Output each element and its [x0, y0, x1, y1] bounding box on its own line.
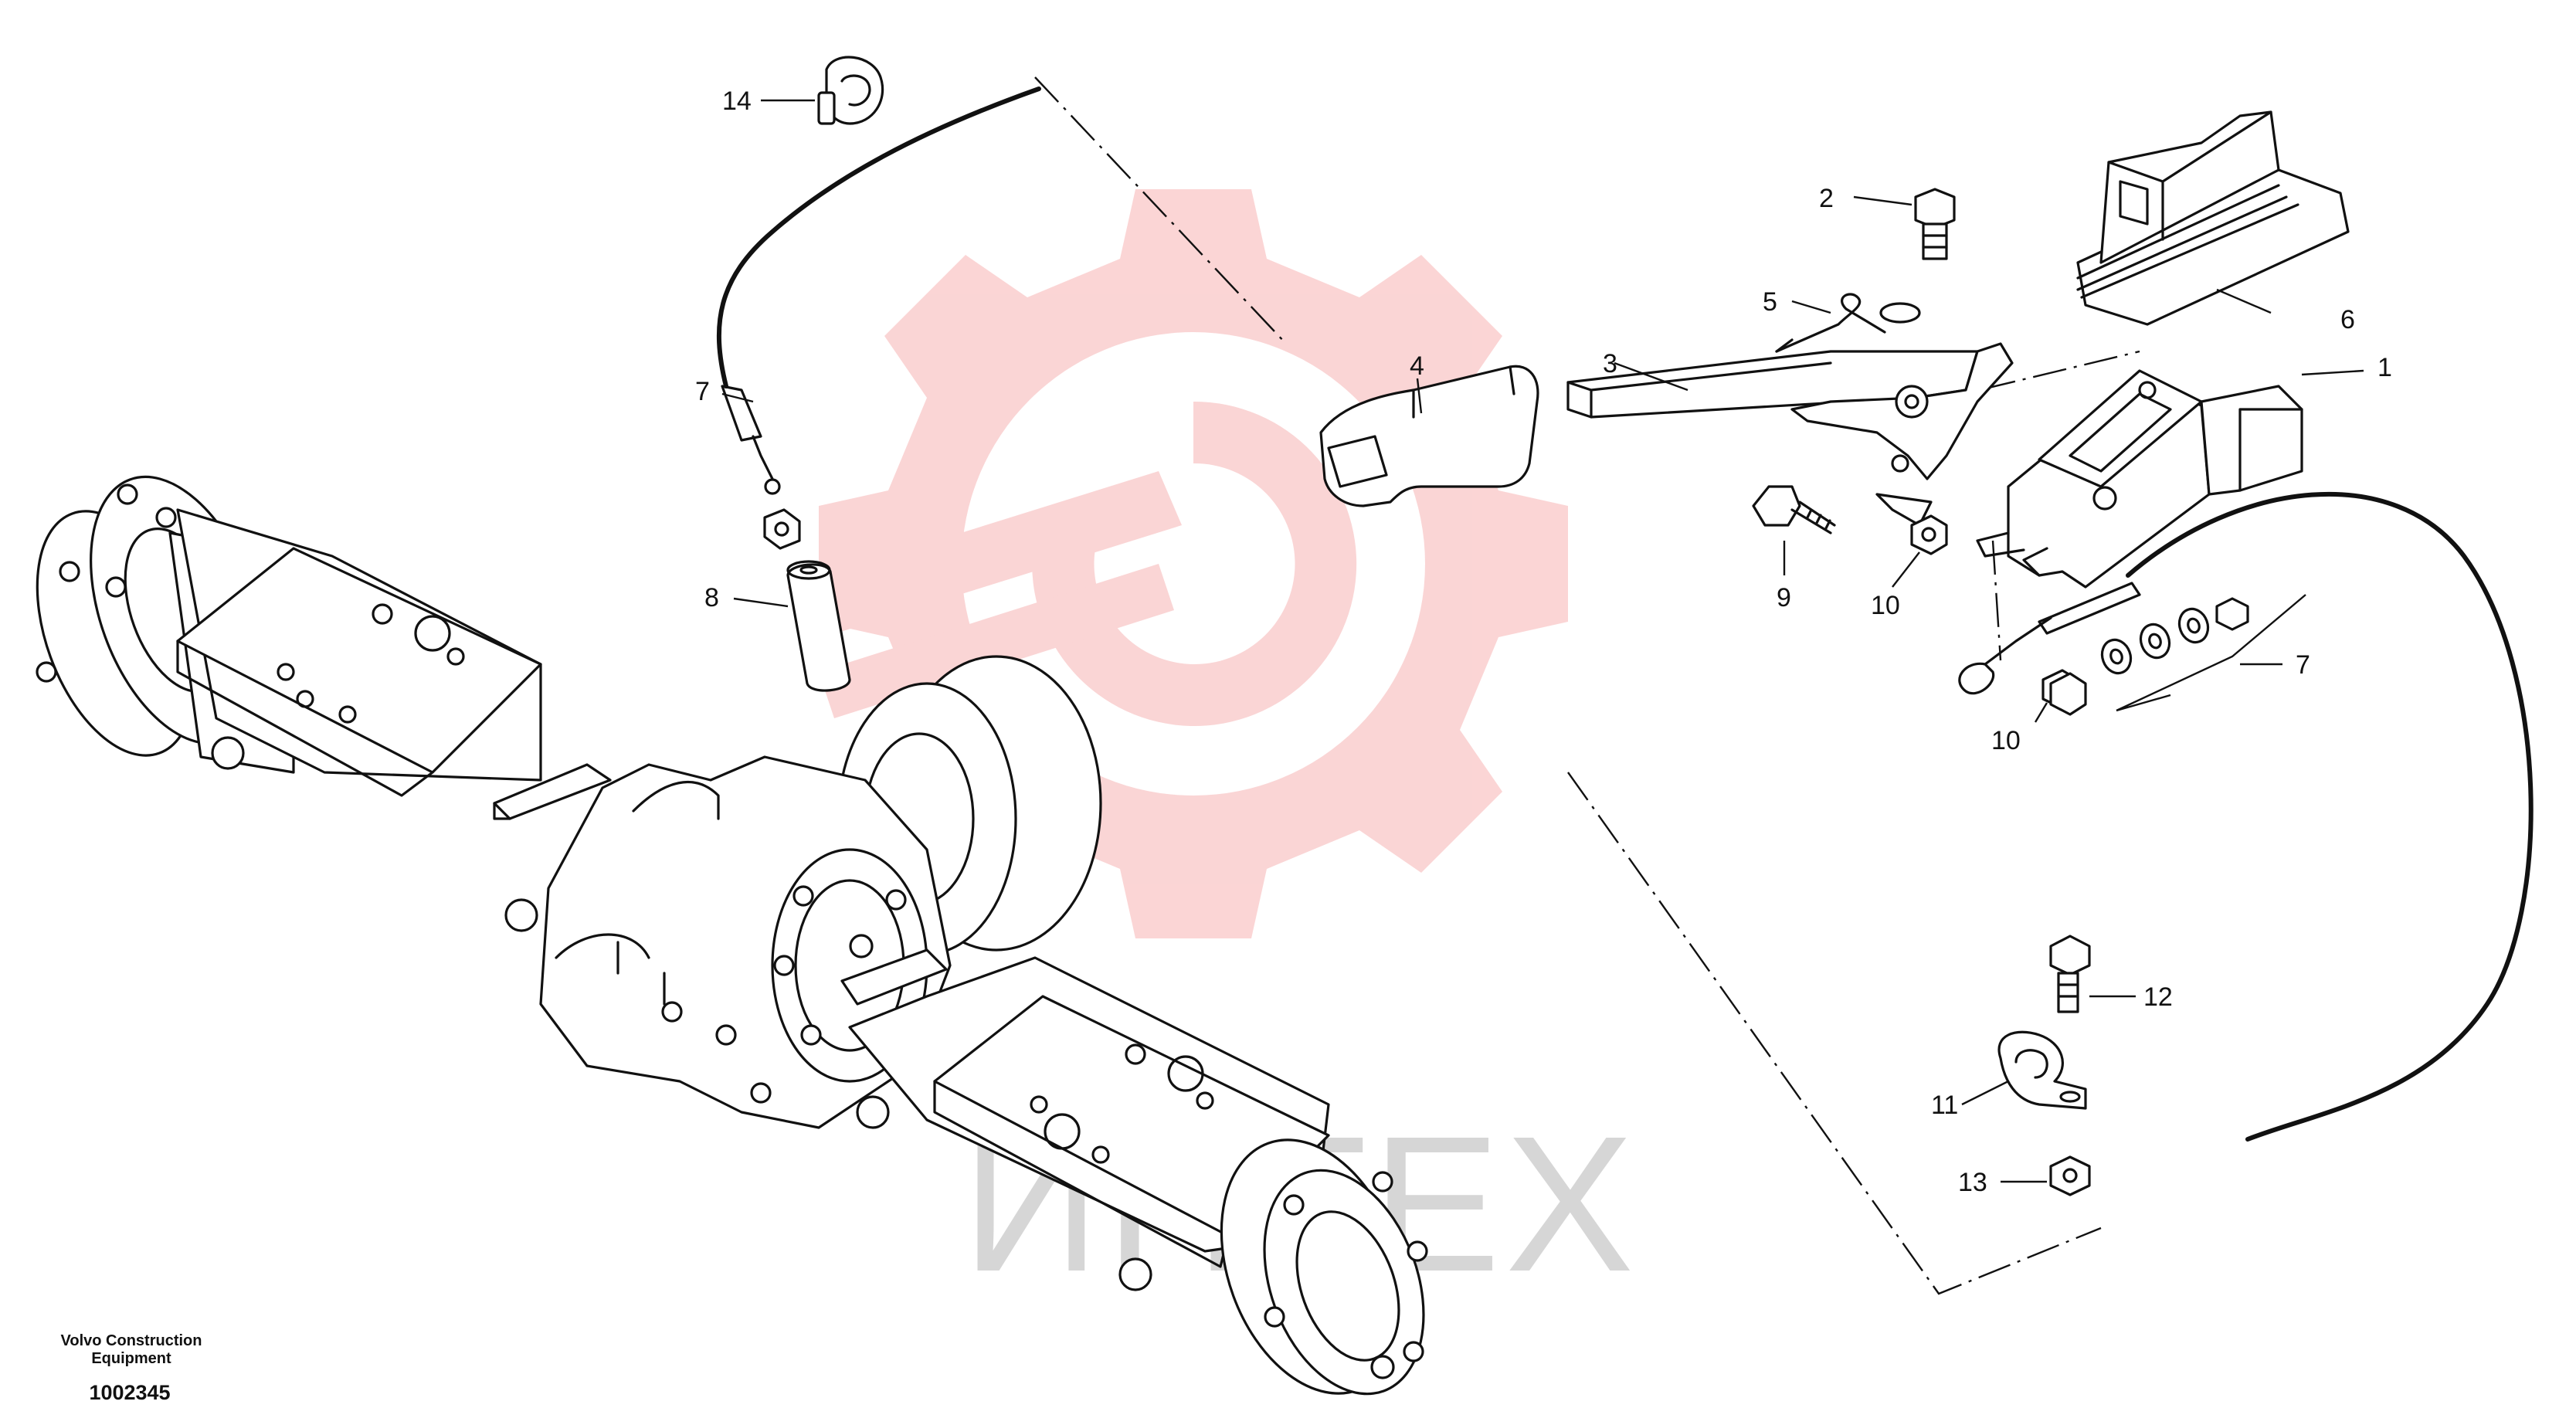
bolt-part-12	[2049, 935, 2091, 1013]
callout-labels: 14 2 5 3 4 6 1 7 8 9 10 7 10 12 11 13	[695, 87, 2392, 1197]
footer-brand: Volvo Construction Equipment 1002345	[61, 1332, 202, 1404]
nut-part-13	[2049, 1155, 2091, 1196]
callout-13: 13	[1958, 1168, 1987, 1197]
return-spring-part-5	[1775, 293, 1921, 353]
callout-2: 2	[1819, 184, 1834, 213]
callout-14: 14	[722, 87, 752, 116]
screw-part-9	[1752, 485, 1836, 534]
cable-clip-part-14	[817, 56, 884, 125]
rubber-boot-part-6	[2076, 110, 2350, 326]
nut-part-7-left	[763, 508, 801, 550]
brand-line-2: Equipment	[91, 1350, 171, 1367]
lever-base-part-1	[1976, 369, 2303, 589]
spacer-tube-part-8	[786, 560, 851, 692]
callout-leader-lines	[721, 99, 2364, 1183]
callout-10-upper: 10	[1871, 591, 1900, 620]
callout-3: 3	[1603, 349, 1617, 378]
drawing-code: 1002345	[89, 1381, 170, 1404]
callout-7-right: 7	[2296, 650, 2310, 680]
callout-11: 11	[1931, 1091, 1958, 1120]
callout-9: 9	[1777, 583, 1791, 612]
callout-12: 12	[2143, 982, 2173, 1012]
callout-6: 6	[2340, 305, 2355, 334]
callout-10-lower: 10	[1991, 726, 2021, 755]
bolt-part-2	[1914, 188, 1956, 260]
handle-grip-part-4	[1319, 365, 1539, 507]
cable-clamp-part-11	[1997, 1030, 2087, 1110]
callout-4: 4	[1410, 351, 1424, 381]
nut-part-10-lower	[2049, 672, 2087, 716]
callout-8: 8	[704, 583, 719, 612]
brake-lever-part-3	[1566, 342, 2014, 527]
assembly-dashed-line	[1034, 76, 2140, 1295]
nut-part-10-upper	[1910, 514, 1948, 555]
drive-axle-assembly	[36, 475, 1428, 1396]
callout-5: 5	[1763, 287, 1777, 317]
callout-7-left: 7	[695, 377, 710, 406]
brand-line-1: Volvo Construction	[61, 1332, 202, 1349]
left-brake-cable	[716, 87, 1041, 495]
callout-1: 1	[2377, 353, 2392, 382]
